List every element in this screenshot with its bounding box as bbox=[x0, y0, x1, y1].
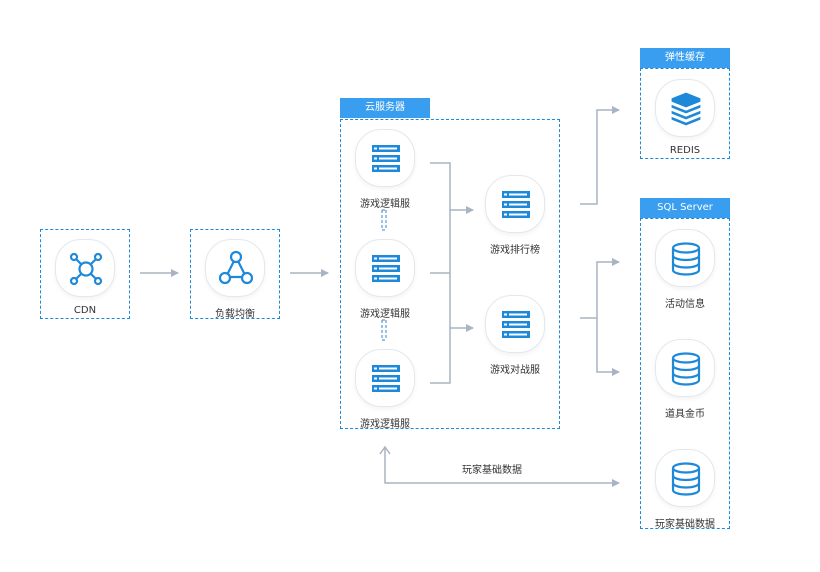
game-battle-server-label: 游戏对战服 bbox=[490, 365, 540, 376]
game-logic-server-1[interactable]: 游戏逻辑服 bbox=[340, 129, 430, 219]
server-rack-icon bbox=[502, 191, 530, 218]
cloud-server-title: 云服务器 bbox=[340, 98, 430, 118]
link-logic2-logic3 bbox=[381, 319, 387, 341]
arrow-player-data bbox=[384, 448, 620, 487]
load-balancer-icon bbox=[218, 250, 254, 285]
elastic-cache-group bbox=[640, 68, 730, 159]
server-rack-icon bbox=[372, 145, 400, 172]
cdn-label: CDN bbox=[73, 305, 97, 316]
cdn-node[interactable]: CDN bbox=[40, 239, 130, 329]
server-rack-icon bbox=[372, 255, 400, 282]
load-balancer-label: 负载均衡 bbox=[215, 309, 255, 320]
player-data-db[interactable]: 玩家基础数据 bbox=[640, 449, 730, 539]
player-data-label: 玩家基础数据 bbox=[655, 519, 715, 530]
link-logic1-logic2 bbox=[381, 209, 387, 231]
arrow-to-activity bbox=[596, 258, 620, 318]
game-logic-server-2[interactable]: 游戏逻辑服 bbox=[340, 239, 430, 329]
activity-info-label: 活动信息 bbox=[665, 299, 705, 310]
redis-label: REDIS bbox=[669, 145, 701, 156]
items-gold-db[interactable]: 道具金币 bbox=[640, 339, 730, 429]
sql-server-group bbox=[640, 218, 730, 529]
database-icon bbox=[671, 352, 701, 386]
player-data-edge-label: 玩家基础数据 bbox=[462, 465, 522, 476]
activity-info-db[interactable]: 活动信息 bbox=[640, 229, 730, 319]
game-logic-server-3[interactable]: 游戏逻辑服 bbox=[340, 349, 430, 439]
server-rack-icon bbox=[502, 311, 530, 338]
cloud-server-group bbox=[340, 119, 560, 429]
server-rack-icon bbox=[372, 365, 400, 392]
cdn-box bbox=[40, 229, 130, 319]
lb-box bbox=[190, 229, 280, 319]
arrow-cloud-to-redis bbox=[580, 106, 620, 205]
elastic-cache-title: 弹性缓存 bbox=[640, 48, 730, 68]
database-icon bbox=[671, 242, 701, 276]
arrow-to-items bbox=[596, 318, 620, 376]
network-hub-icon bbox=[69, 252, 103, 286]
game-logic-server-3-label: 游戏逻辑服 bbox=[360, 419, 410, 430]
game-logic-server-2-label: 游戏逻辑服 bbox=[360, 309, 410, 320]
items-gold-label: 道具金币 bbox=[665, 409, 705, 420]
game-leaderboard-label: 游戏排行榜 bbox=[490, 245, 540, 256]
stacked-layers-icon bbox=[670, 91, 702, 127]
load-balancer-node[interactable]: 负载均衡 bbox=[190, 239, 280, 329]
game-leaderboard-node[interactable]: 游戏排行榜 bbox=[470, 175, 560, 265]
game-logic-server-1-label: 游戏逻辑服 bbox=[360, 199, 410, 210]
database-icon bbox=[671, 462, 701, 496]
sql-server-title: SQL Server bbox=[640, 198, 730, 218]
game-battle-server-node[interactable]: 游戏对战服 bbox=[470, 295, 560, 385]
redis-node[interactable]: REDIS bbox=[640, 79, 730, 169]
